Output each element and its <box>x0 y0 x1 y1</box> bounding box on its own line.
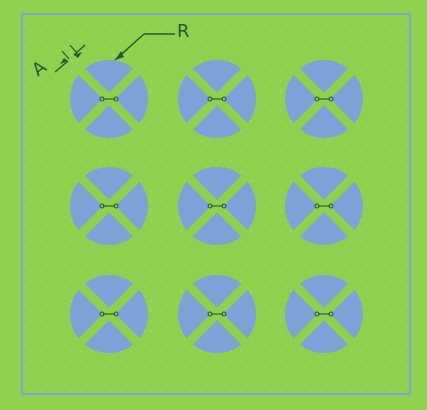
radius-label: R <box>177 21 190 42</box>
pad-2-1 <box>70 167 148 245</box>
pad-3-3 <box>285 275 363 353</box>
pads-layer <box>70 60 363 353</box>
gap-extension-right <box>69 44 78 54</box>
gap-extension-left <box>61 50 70 60</box>
pad-1-3 <box>285 60 363 138</box>
pad-1-1 <box>70 60 148 138</box>
pad-2-2 <box>178 167 256 245</box>
small-link-mark-icon <box>314 203 334 209</box>
small-link-mark-icon <box>207 203 227 209</box>
small-link-mark-icon <box>99 96 119 102</box>
small-link-mark-icon <box>314 311 334 317</box>
pad-3-1 <box>70 275 148 353</box>
radius-arrowhead <box>115 51 124 60</box>
small-link-mark-icon <box>207 311 227 317</box>
gap-dimension-line-left <box>54 60 69 73</box>
gap-arrowhead-right <box>74 52 82 58</box>
small-link-mark-icon <box>99 203 119 209</box>
small-link-mark-icon <box>99 311 119 317</box>
gap-dimension-line-right <box>73 44 86 56</box>
small-link-mark-icon <box>207 96 227 102</box>
gap-arrowhead-left <box>60 58 68 64</box>
pad-1-2 <box>178 60 256 138</box>
small-link-mark-icon <box>314 96 334 102</box>
pad-2-3 <box>285 167 363 245</box>
annotations: R A <box>28 21 189 81</box>
pad-3-2 <box>178 275 256 353</box>
board-outline <box>21 13 411 395</box>
